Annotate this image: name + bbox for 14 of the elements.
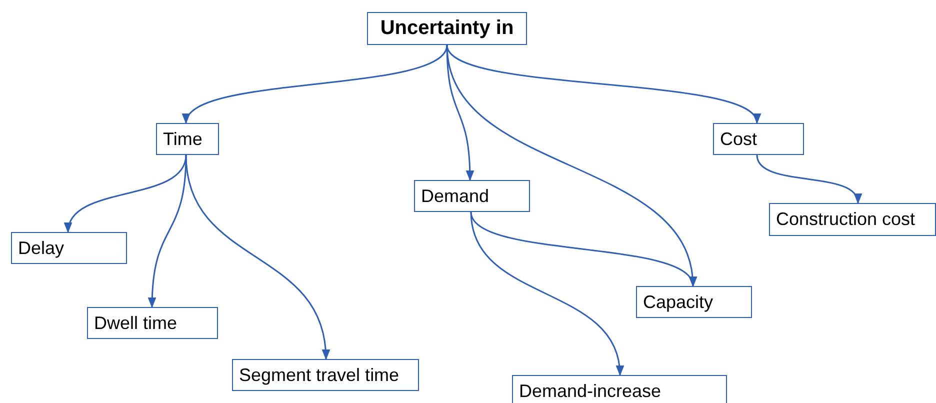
- arrow: [148, 154, 187, 308]
- topic-box: Demand: [414, 180, 530, 212]
- topic-box: Uncertainty in: [367, 12, 527, 45]
- topic-box: Delay: [11, 232, 127, 264]
- arrow: [185, 154, 330, 360]
- arrow: [470, 212, 623, 376]
- topic-box: Demand-increase: [512, 375, 727, 403]
- topic-box: Segment travel time: [232, 359, 419, 391]
- topic-box: Dwell time: [87, 307, 218, 339]
- topic-box: Capacity: [636, 286, 752, 318]
- topic-box: Construction cost: [769, 203, 936, 236]
- topic-box: Cost: [713, 123, 804, 155]
- arrow: [756, 154, 860, 204]
- topic-box: Time: [156, 123, 219, 155]
